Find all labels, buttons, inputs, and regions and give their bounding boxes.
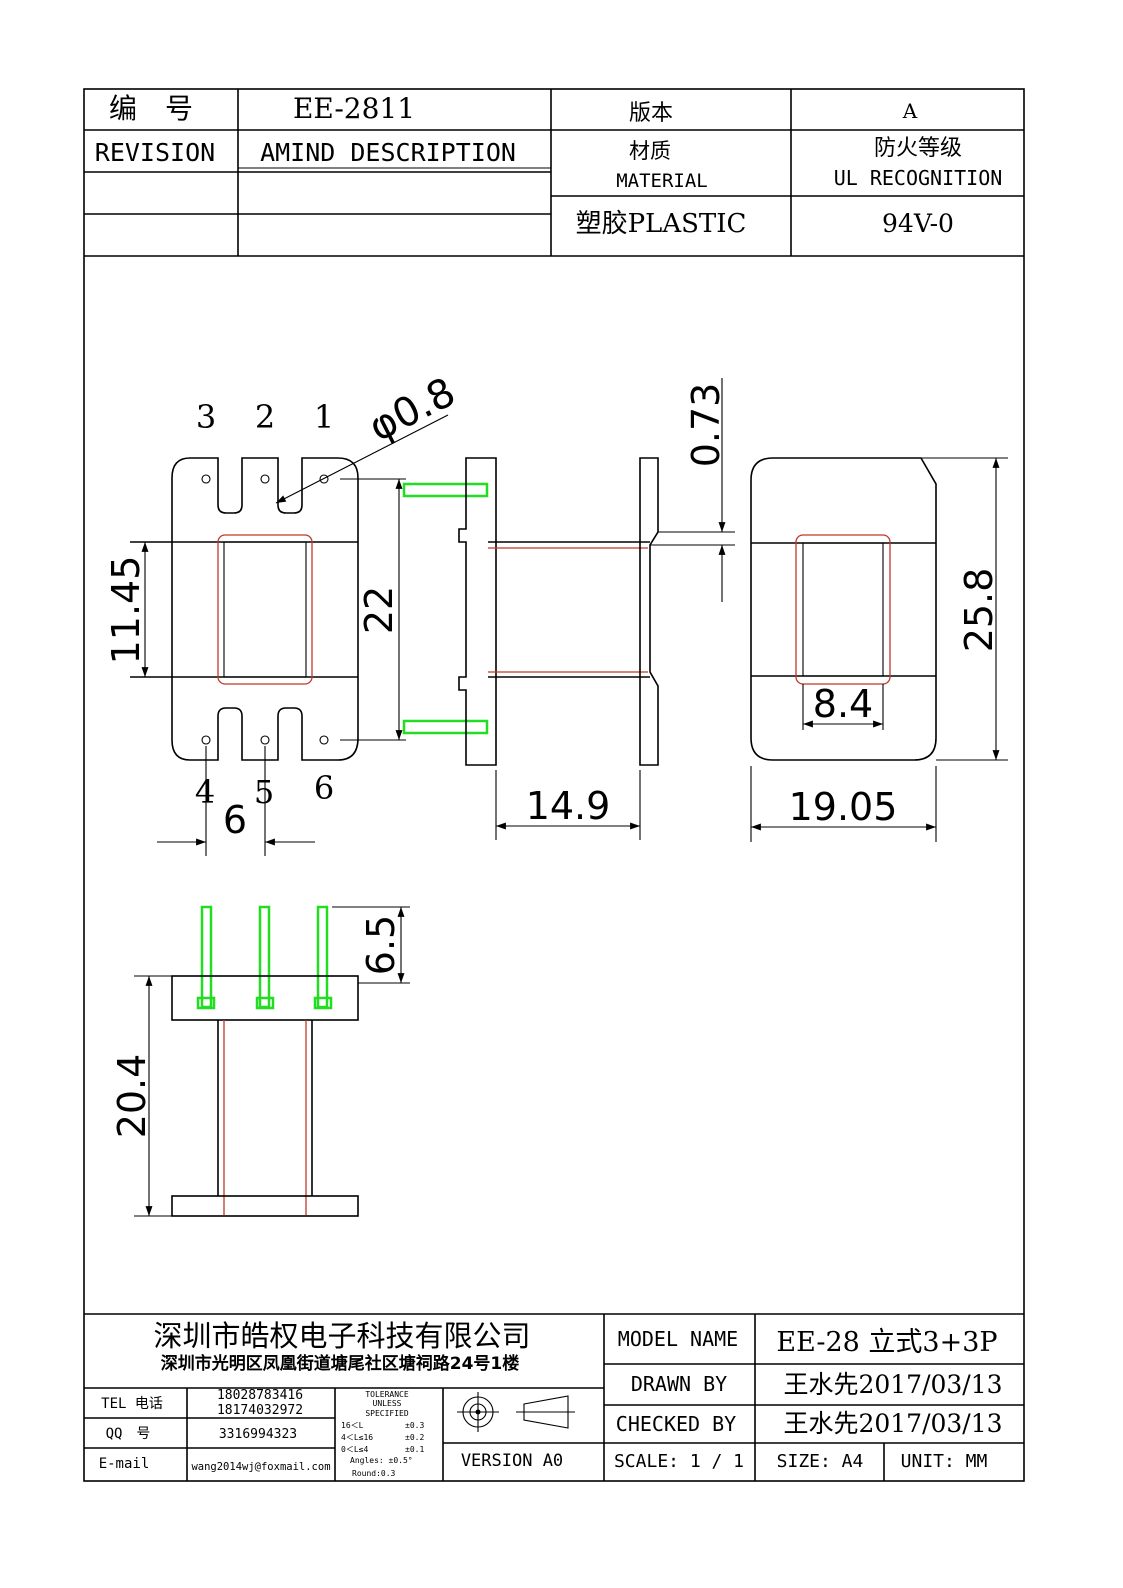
dimension-length: 14.9 (526, 784, 611, 828)
dimension-width: 19.05 (789, 785, 898, 829)
pin-number: 6 (314, 769, 334, 807)
material-value: 塑胶PLASTIC (576, 209, 747, 239)
tolerance-line: 4＜L≤16 (341, 1433, 373, 1442)
email-label: E-mail (99, 1456, 150, 1472)
company-address: 深圳市光明区凤凰街道塘尾社区塘祠路24号1楼 (161, 1353, 520, 1374)
size-label: SIZE: A4 (777, 1451, 864, 1472)
email-address: wang2014wj@foxmail.com (191, 1461, 330, 1473)
bottom-view: 6.5 20.4 (110, 905, 410, 1217)
pin-hole (260, 735, 270, 745)
title-block: 编 号 EE-2811 版本 A REVISION AMIND DESCRIPT… (84, 89, 1024, 257)
tolerance-line: ±0.2 (405, 1433, 424, 1442)
front-view-outline (171, 457, 359, 761)
tolerance-line: Angles: ±0.5° (350, 1456, 413, 1465)
pin (402, 482, 489, 498)
pin-hole (319, 474, 329, 484)
tolerance-line: Round:0.3 (352, 1469, 396, 1478)
dimension-flange-thickness: 0.73 (684, 383, 728, 468)
pin-number: 1 (314, 398, 334, 436)
version-label: 版本 (629, 101, 673, 126)
pin-number: 3 (196, 398, 216, 436)
front-view: 3 2 1 4 5 6 φ0.8 11.45 22 6 (104, 369, 463, 856)
tolerance-line: 0＜L≤4 (341, 1445, 368, 1454)
checked-by-value: 王水先2017/03/13 (783, 1409, 1002, 1438)
projection-symbol-icon (457, 1392, 575, 1432)
fire-rating-label-cn: 防火等级 (874, 136, 962, 161)
drawn-by-value: 王水先2017/03/13 (783, 1370, 1002, 1399)
side-view: 0.73 14.9 (402, 378, 735, 840)
pin (200, 905, 213, 1009)
tolerance-line: ±0.3 (405, 1421, 424, 1430)
qq-label: QQ 号 (106, 1426, 151, 1442)
tolerance-line: 16＜L (341, 1421, 364, 1430)
tel-number-1: 18028783416 (217, 1388, 303, 1403)
tolerance-line: SPECIFIED (365, 1409, 409, 1418)
fire-rating-value: 94V-0 (882, 209, 954, 238)
dimension-pin-pitch: 6 (223, 798, 247, 842)
dimension-pin-length: 6.5 (359, 915, 403, 975)
tolerance-line: UNLESS (373, 1399, 402, 1408)
material-label-cn: 材质 (629, 139, 671, 163)
number-label: 编 号 (109, 92, 193, 125)
dimension-total-height: 20.4 (110, 1054, 154, 1139)
tolerance-table: TOLERANCE UNLESS SPECIFIED 16＜L ±0.3 4＜L… (341, 1390, 424, 1478)
checked-by-label: CHECKED BY (616, 1412, 736, 1436)
winding-window-outline (217, 534, 313, 685)
end-view: 25.8 8.4 19.05 (750, 457, 1008, 842)
pin-hole (260, 474, 270, 484)
version-value: A (902, 99, 918, 123)
pin-hole (201, 474, 211, 484)
fire-rating-label-en: UL RECOGNITION (834, 166, 1003, 190)
model-name-label: MODEL NAME (618, 1327, 738, 1351)
dimension-window-height: 11.45 (104, 556, 148, 665)
pin-number: 5 (254, 773, 274, 811)
revision-label: REVISION (95, 138, 215, 167)
unit-label: UNIT: MM (901, 1451, 988, 1472)
dimension-core-width: 8.4 (813, 682, 873, 726)
company-name: 深圳市皓权电子科技有限公司 (153, 1319, 530, 1353)
drawn-by-label: DRAWN BY (631, 1372, 727, 1396)
pin-number: 2 (255, 398, 275, 436)
drawing-number: EE-2811 (293, 92, 415, 125)
tel-label: TEL 电话 (101, 1396, 163, 1412)
tolerance-line: TOLERANCE (365, 1390, 409, 1399)
dimension-hole-diameter: φ0.8 (362, 369, 463, 451)
model-name-value: EE-28 立式3+3P (776, 1327, 997, 1358)
dimension-pin-span: 22 (357, 586, 401, 634)
pin-hole (319, 735, 329, 745)
pin-hole (201, 735, 211, 745)
pin-number: 4 (195, 773, 215, 811)
pin (258, 905, 271, 1009)
footer-block: 深圳市皓权电子科技有限公司 深圳市光明区凤凰街道塘尾社区塘祠路24号1楼 TEL… (84, 1313, 1024, 1481)
tel-number-2: 18174032972 (217, 1403, 303, 1418)
pin (316, 905, 329, 1009)
scale-label: SCALE: 1 / 1 (614, 1451, 744, 1472)
pin (402, 719, 489, 735)
sheet-border (83, 88, 1025, 1482)
qq-number: 3316994323 (219, 1427, 297, 1442)
tolerance-line: ±0.1 (405, 1445, 424, 1454)
material-label-en: MATERIAL (616, 170, 708, 192)
version-label: VERSION A0 (461, 1451, 563, 1471)
amind-description-label: AMIND DESCRIPTION (260, 138, 516, 167)
dimension-height: 25.8 (957, 568, 1001, 653)
